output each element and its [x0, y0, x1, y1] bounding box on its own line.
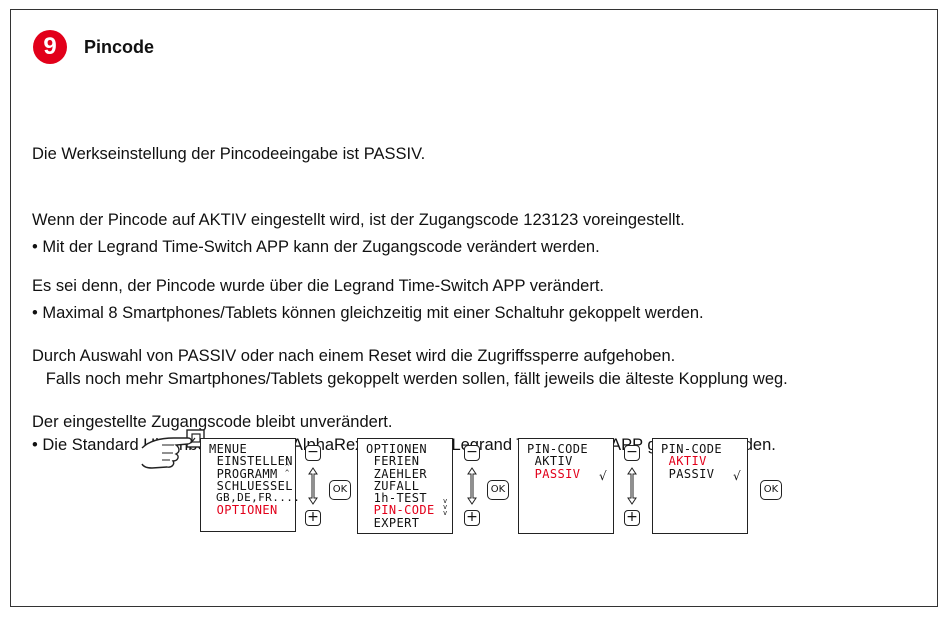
text-line: Durch Auswahl von PASSIV oder nach einem… [32, 347, 676, 365]
text-line: Die Werkseinstellung der Pincodeeingabe … [32, 145, 426, 163]
bullet-item: • Maximal 8 Smartphones/Tablets können g… [32, 304, 704, 322]
scroll-down-indicator: v v v [443, 497, 448, 517]
ok-button[interactable]: OK [487, 480, 509, 500]
minus-button[interactable]: − [624, 445, 640, 461]
closing-paragraph: Durch Auswahl von PASSIV oder nach einem… [32, 301, 675, 455]
screen-line-selected: AKTIV [661, 454, 707, 469]
screen-line: ZUFALL [366, 478, 420, 493]
screen-line: 1h-TEST [366, 491, 427, 506]
up-down-arrow-icon [467, 467, 477, 505]
screen-line: PIN-CODE [661, 442, 722, 456]
hand-pressing-button-icon [141, 429, 205, 469]
up-down-arrow-icon [627, 467, 637, 505]
display-screen-options: OPTIONEN FERIEN ZAEHLER ZUFALL 1h-TEST P… [357, 438, 453, 534]
text-line: Wenn der Pincode auf AKTIV eingestellt w… [32, 211, 685, 229]
display-screen-menu: MENUE EINSTELLEN PROGRAMM SCHLUESSEL GB,… [200, 438, 301, 532]
bullet-item: • Mit der Legrand Time-Switch APP kann d… [32, 238, 600, 256]
scroll-up-indicator: ^ ^ ^ [285, 457, 290, 477]
screen-line: AKTIV [527, 454, 573, 469]
step-number-badge: 9 [33, 30, 67, 64]
bullet-item-continuation: Falls noch mehr Smartphones/Tablets geko… [32, 370, 788, 388]
plus-button[interactable]: + [464, 510, 480, 526]
screen-line: MENUE [209, 442, 248, 456]
minus-button[interactable]: − [464, 445, 480, 461]
screen-line: PROGRAMM [209, 466, 278, 481]
screen-line: OPTIONEN [366, 442, 427, 456]
ok-button[interactable]: OK [329, 480, 351, 500]
text-line: Es sei denn, der Pincode wurde über die … [32, 277, 605, 295]
screen-line: SCHLUESSEL [209, 478, 293, 493]
screen-line: PIN-CODE [527, 442, 588, 456]
display-screen-pincode-aktiv: PIN-CODE AKTIV PASSIV [652, 438, 748, 534]
plus-button[interactable]: + [624, 510, 640, 526]
screen-line: EINSTELLEN [209, 454, 293, 469]
check-mark-icon: √ [599, 469, 607, 483]
screen-line: ZAEHLER [366, 466, 427, 481]
screen-line: GB,DE,FR.... [209, 491, 301, 505]
screen-line: FERIEN [366, 454, 420, 469]
intro-paragraph: Die Werkseinstellung der Pincodeeingabe … [32, 99, 685, 319]
screen-line-selected: PASSIV [527, 466, 581, 481]
section-title: Pincode [84, 37, 155, 57]
check-mark-icon: √ [733, 469, 741, 483]
plus-button[interactable]: + [305, 510, 321, 526]
display-screen-pincode-passiv: PIN-CODE AKTIV PASSIV [518, 438, 614, 534]
screen-line-selected: PIN-CODE [366, 503, 435, 518]
screen-line: EXPERT [366, 515, 420, 530]
screen-line: PASSIV [661, 466, 715, 481]
ok-button[interactable]: OK [760, 480, 782, 500]
page-frame [10, 9, 938, 607]
text-line: Der eingestellte Zugangscode bleibt unve… [32, 413, 393, 431]
screen-line-selected: OPTIONEN [209, 503, 278, 518]
minus-button[interactable]: − [305, 445, 321, 461]
up-down-arrow-icon [308, 467, 318, 505]
